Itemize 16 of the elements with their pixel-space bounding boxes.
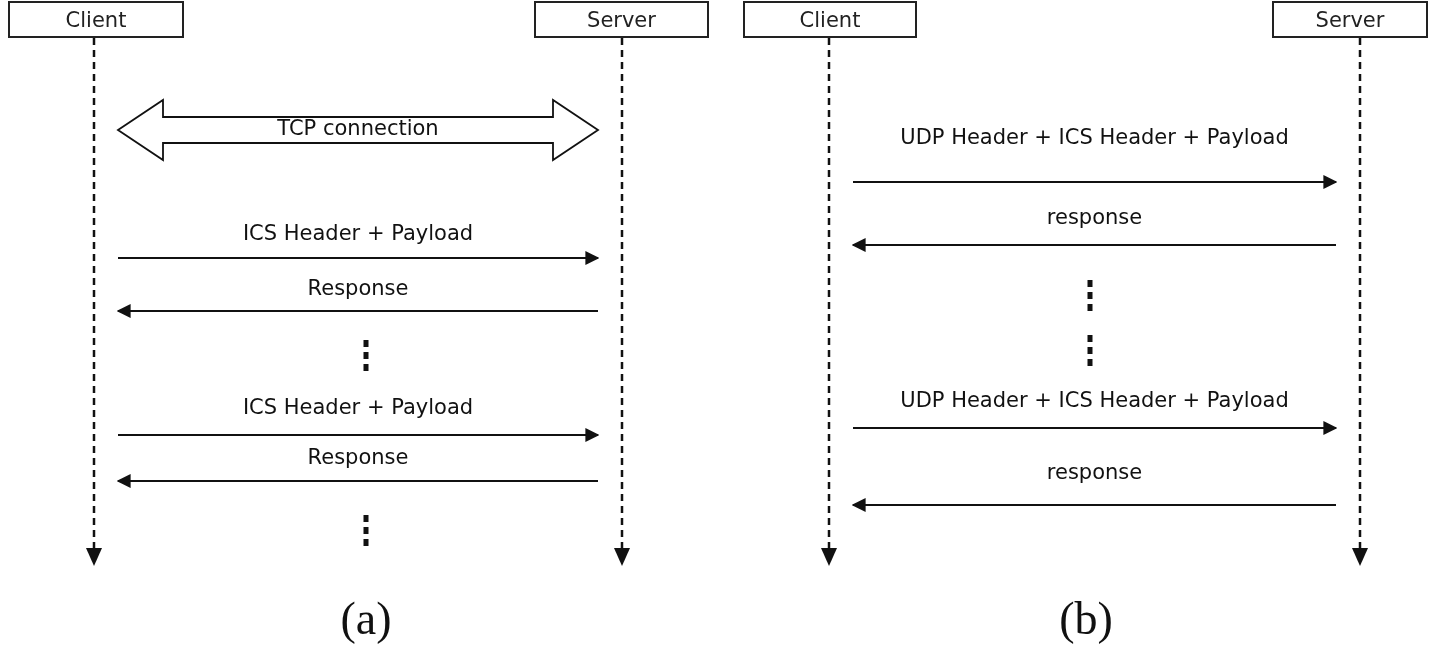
participant-box: Server xyxy=(1272,1,1428,38)
message-arrow xyxy=(851,238,1337,252)
participant-box: Client xyxy=(743,1,917,38)
message-arrow xyxy=(116,474,599,488)
message-arrow xyxy=(117,428,600,442)
message-arrow xyxy=(851,498,1337,512)
panel-caption: (b) xyxy=(1059,592,1113,645)
block-arrow xyxy=(116,98,600,162)
message-arrow xyxy=(117,251,600,265)
message-arrow xyxy=(852,175,1338,189)
panel-caption: (a) xyxy=(340,592,392,645)
message-arrow xyxy=(116,304,599,318)
participant-box: Client xyxy=(8,1,184,38)
message-label: TCP connection xyxy=(276,117,440,141)
participant-box: Server xyxy=(534,1,709,38)
message-arrow xyxy=(852,421,1338,435)
